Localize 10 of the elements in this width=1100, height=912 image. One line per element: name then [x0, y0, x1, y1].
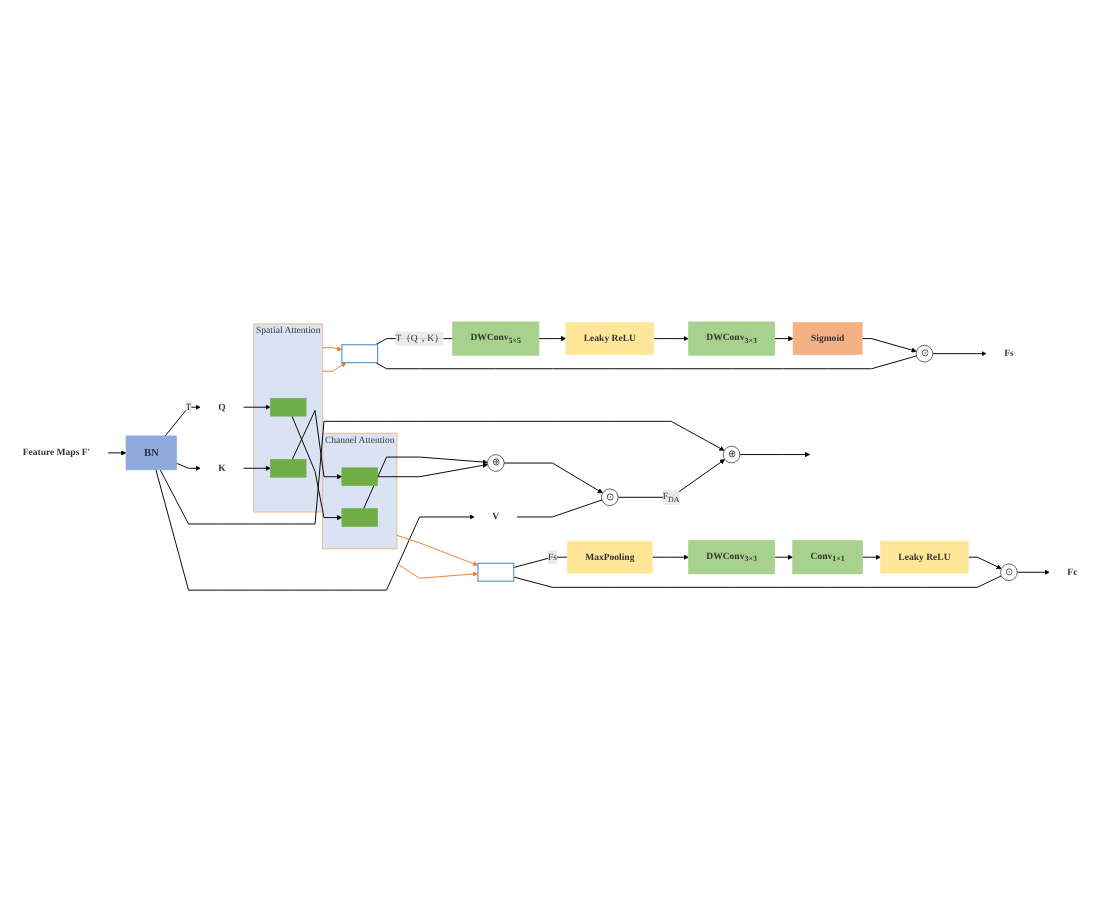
connector — [513, 556, 568, 568]
node-box — [341, 467, 378, 486]
node-box — [341, 508, 378, 527]
node-box — [270, 459, 307, 478]
node-box — [477, 562, 515, 582]
connector — [375, 355, 917, 370]
node-box — [270, 397, 307, 417]
connector — [513, 575, 1002, 588]
node-box — [341, 344, 379, 364]
connector — [516, 499, 603, 518]
